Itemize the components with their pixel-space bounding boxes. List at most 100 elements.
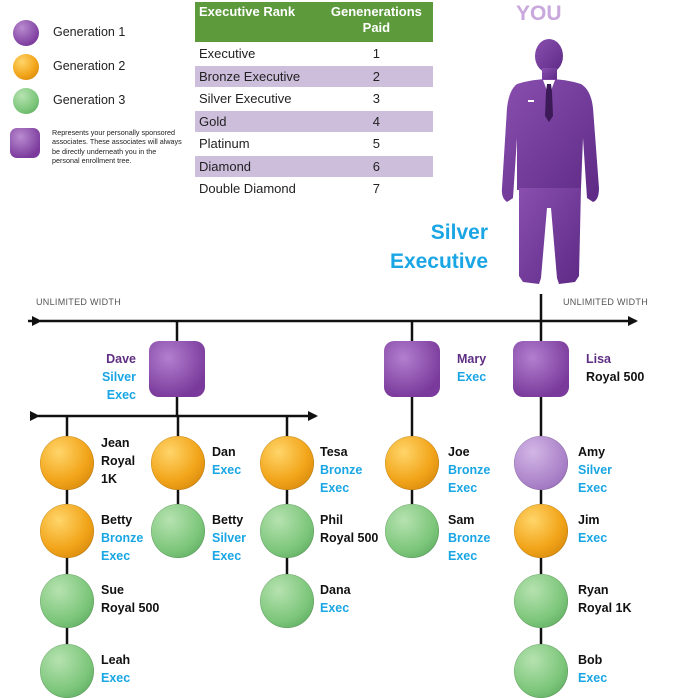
sam-label: Sam Bronze Exec: [448, 511, 490, 565]
unlimited-width-left-label: UNLIMITED WIDTH: [36, 297, 121, 307]
jean-node: [40, 436, 94, 490]
sponsored-swatch-icon: [10, 128, 40, 158]
dana-name: Dana: [320, 583, 351, 597]
mary-node: [384, 341, 440, 397]
paid-cell: 6: [319, 154, 433, 178]
rank-cell: Bronze Executive: [195, 64, 320, 88]
paid-cell: 2: [319, 64, 433, 88]
lisa-name: Lisa: [586, 352, 612, 366]
rank-cell: Platinum: [195, 132, 320, 155]
mary-rank: Exec: [457, 370, 487, 384]
betty-bronze-name: Betty: [101, 513, 133, 527]
betty-silver-label: Betty Silver Exec: [212, 511, 246, 565]
phil-name: Phil: [320, 513, 343, 527]
sponsored-note: Represents your personally sponsored ass…: [52, 128, 182, 166]
joe-node: [385, 436, 439, 490]
dan-name: Dan: [212, 445, 236, 459]
bob-name: Bob: [578, 653, 603, 667]
jim-label: Jim Exec: [578, 511, 607, 547]
bob-rank: Exec: [578, 671, 608, 685]
sam-rank-line2: Exec: [448, 549, 478, 563]
joe-name: Joe: [448, 445, 470, 459]
leah-rank: Exec: [101, 671, 131, 685]
rank-cell: Silver Executive: [195, 87, 320, 110]
amy-rank-line2: Exec: [578, 481, 608, 495]
phil-label: Phil Royal 500: [320, 511, 378, 547]
amy-label: Amy Silver Exec: [578, 443, 612, 497]
dave-name: Dave: [106, 352, 136, 366]
ryan-label: Ryan Royal 1K: [578, 581, 632, 617]
amy-name: Amy: [578, 445, 606, 459]
phil-rank: Royal 500: [320, 531, 379, 545]
phil-node: [260, 504, 314, 558]
betty-bronze-node: [40, 504, 94, 558]
tesa-rank-line2: Exec: [320, 481, 350, 495]
dave-rank-line2: Exec: [106, 388, 136, 402]
jean-rank-line1: Royal: [101, 454, 136, 468]
your-rank-line2: Executive: [389, 250, 488, 273]
paid-cell: 3: [319, 87, 433, 110]
bob-node: [514, 644, 568, 698]
betty-silver-name: Betty: [212, 513, 244, 527]
dana-node: [260, 574, 314, 628]
generation-3-label: Generation 3: [53, 93, 126, 107]
rank-table: Executive Rank Genenerations Paid Execut…: [195, 2, 433, 200]
leah-name: Leah: [101, 653, 131, 667]
generations-header-line1: Genenerations: [330, 4, 422, 19]
betty-bronze-label: Betty Bronze Exec: [101, 511, 143, 565]
leah-label: Leah Exec: [101, 651, 130, 687]
lisa-node: [513, 341, 569, 397]
rank-cell: Diamond: [195, 154, 320, 178]
joe-rank-line2: Exec: [448, 481, 478, 495]
tesa-name: Tesa: [320, 445, 348, 459]
sue-label: Sue Royal 500: [101, 581, 159, 617]
jim-node: [514, 504, 568, 558]
sam-rank-line1: Bronze: [448, 531, 491, 545]
amy-rank-line1: Silver: [578, 463, 613, 477]
generations-paid-header: Genenerations Paid: [319, 2, 433, 43]
ryan-rank: Royal 1K: [578, 601, 632, 615]
ryan-node: [514, 574, 568, 628]
sue-node: [40, 574, 94, 628]
tesa-rank-line1: Bronze: [320, 463, 363, 477]
paid-cell: 5: [319, 132, 433, 155]
unlimited-width-right-label: UNLIMITED WIDTH: [563, 297, 648, 307]
dan-label: Dan Exec: [212, 443, 241, 479]
leah-node: [40, 644, 94, 698]
betty-silver-rank-line1: Silver: [212, 531, 247, 545]
dana-label: Dana Exec: [320, 581, 351, 617]
betty-silver-node: [151, 504, 205, 558]
ryan-name: Ryan: [578, 583, 609, 597]
generation-2-label: Generation 2: [53, 59, 126, 73]
sam-name: Sam: [448, 513, 475, 527]
jim-name: Jim: [578, 513, 600, 527]
generation-3-swatch-icon: [13, 88, 39, 114]
joe-rank-line1: Bronze: [448, 463, 491, 477]
mary-name: Mary: [457, 352, 487, 366]
your-rank-line1: Silver: [430, 221, 488, 244]
joe-label: Joe Bronze Exec: [448, 443, 490, 497]
dave-label: Dave Silver Exec: [72, 350, 136, 404]
sam-node: [385, 504, 439, 558]
rank-header: Executive Rank: [195, 2, 320, 43]
dave-rank-line1: Silver: [101, 370, 136, 384]
paid-cell: 1: [319, 42, 433, 65]
jean-label: Jean Royal 1K: [101, 434, 135, 488]
jean-name: Jean: [101, 436, 130, 450]
your-rank: Silver Executive: [380, 218, 488, 276]
paid-cell: 4: [319, 109, 433, 133]
betty-bronze-rank-line2: Exec: [101, 549, 131, 563]
amy-node: [514, 436, 568, 490]
paid-cell: 7: [319, 177, 433, 200]
generation-1-label: Generation 1: [53, 25, 126, 39]
rank-cell: Gold: [195, 109, 320, 133]
rank-cell: Executive: [195, 42, 320, 65]
